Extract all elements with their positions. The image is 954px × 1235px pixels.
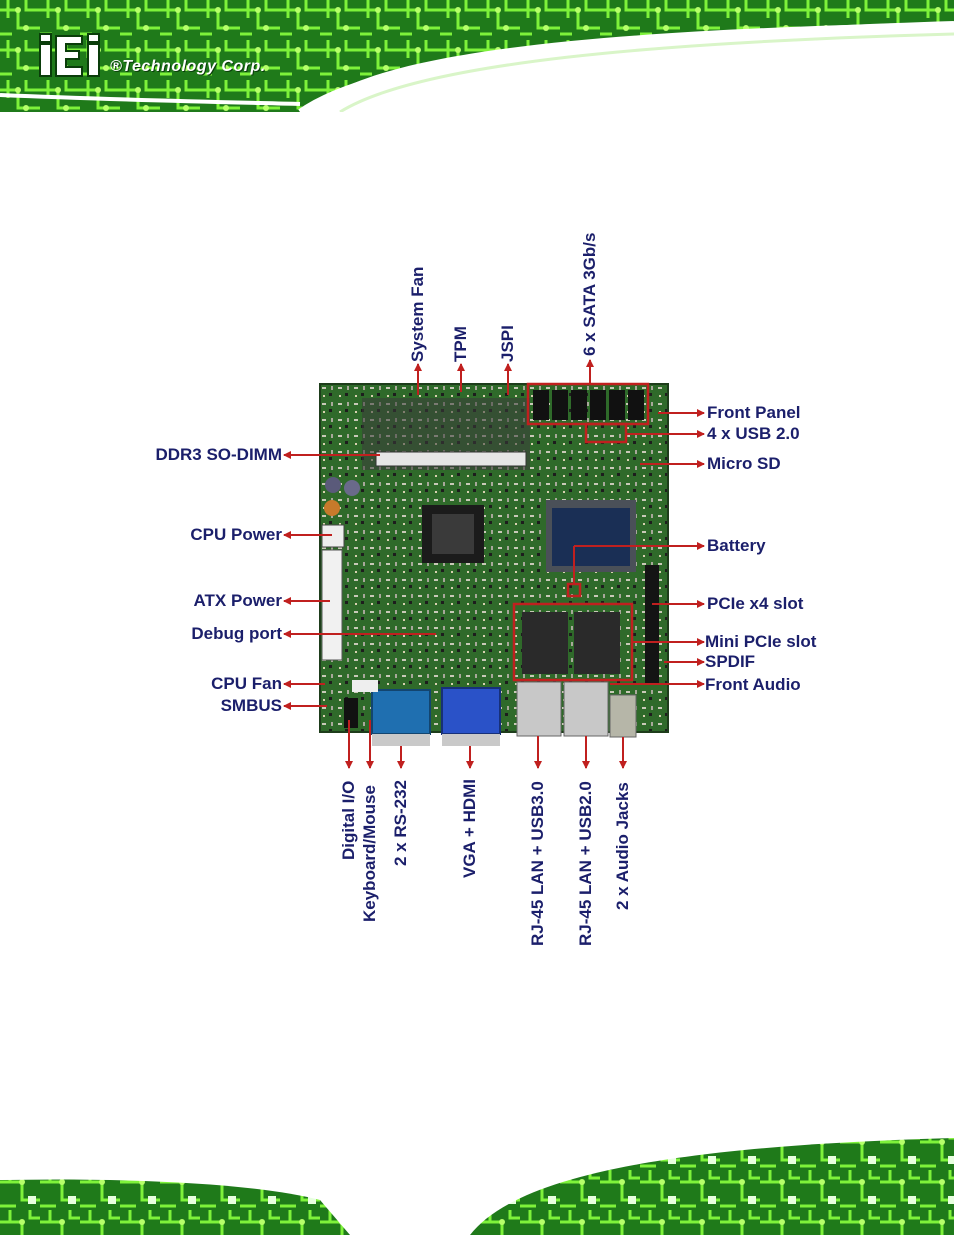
label-micro-sd: Micro SD [707,454,781,473]
label-pcie-x4: PCIe x4 slot [707,594,804,613]
label-battery: Battery [707,536,766,555]
footer-banner [0,1131,954,1235]
label-smbus: SMBUS [220,696,282,715]
label-front-audio: Front Audio [705,675,801,694]
label-mini-pcie: Mini PCIe slot [705,632,817,651]
label-digital-io: Digital I/O [339,780,358,860]
board [319,383,669,746]
label-jspi: JSPI [498,325,517,362]
label-cpu-fan: CPU Fan [211,674,282,693]
left-arrows [283,451,436,710]
sata-connectors [533,390,644,420]
label-rj45-usb2: RJ-45 LAN + USB2.0 [576,781,595,946]
label-tpm: TPM [451,326,470,362]
label-rs232: 2 x RS-232 [391,780,410,866]
label-audio-jacks: 2 x Audio Jacks [613,782,632,910]
label-atx-power: ATX Power [193,591,282,610]
right-arrows [573,409,705,688]
label-usb20: 4 x USB 2.0 [707,424,800,443]
label-front-panel: Front Panel [707,403,801,422]
bottom-arrows [345,720,627,769]
logo-icon [39,33,100,77]
label-sata: 6 x SATA 3Gb/s [580,232,599,356]
header-banner [0,0,954,112]
label-ddr3: DDR3 SO-DIMM [155,445,282,464]
label-debug-port: Debug port [191,624,282,643]
label-cpu-power: CPU Power [190,525,282,544]
label-keyboard-mouse: Keyboard/Mouse [360,785,379,922]
label-spdif: SPDIF [705,652,756,671]
label-system-fan: System Fan [408,266,427,362]
label-rj45-usb3: RJ-45 LAN + USB3.0 [528,781,547,946]
top-arrows [414,359,594,395]
label-vga-hdmi: VGA + HDMI [460,778,479,878]
logo-text: ®Technology Corp. [110,58,266,75]
